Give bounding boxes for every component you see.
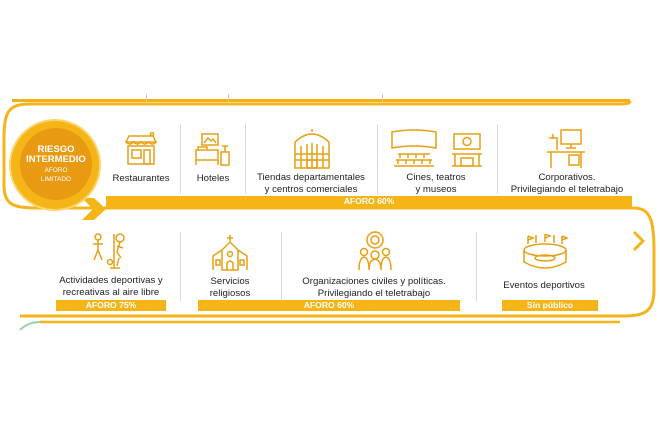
- category-label: Restaurantes: [112, 173, 170, 184]
- capacity-bar: Sin público: [502, 300, 598, 311]
- previous-section-divider: [146, 94, 147, 102]
- badge-title: INTERMEDIO: [26, 153, 86, 165]
- previous-section-divider: [382, 94, 383, 102]
- badge-title: RIESGO: [37, 143, 75, 155]
- category-label: religiosos: [209, 287, 251, 299]
- category-corporativos: Corporativos. Privilegiando el teletraba…: [511, 172, 624, 195]
- category-label: Eventos deportivos: [503, 280, 585, 291]
- category-label: Hoteles: [196, 173, 230, 184]
- category-eventos: Eventos deportivos: [503, 280, 585, 292]
- hotel-room-icon: [195, 133, 230, 166]
- category-label: Privilegiando el teletrabajo: [317, 287, 431, 299]
- category-organizaciones: Organizaciones civiles y políticas. Priv…: [302, 276, 445, 299]
- column-divider: [180, 124, 181, 194]
- column-divider: [377, 124, 378, 194]
- category-hoteles: Hoteles: [197, 173, 230, 185]
- restaurant-storefront-icon: [124, 132, 158, 165]
- cinema-theater-icon: [391, 129, 437, 167]
- track-arrow-icon: [632, 230, 646, 252]
- badge-subtitle: LIMITADO: [40, 176, 72, 183]
- category-label: recreativas al aire libre: [62, 286, 160, 298]
- category-label: Cines, teatros: [406, 172, 466, 183]
- capacity-bar: AFORO 60%: [106, 196, 632, 207]
- category-label: Corporativos.: [538, 172, 596, 183]
- category-cines: Cines, teatros y museos: [406, 172, 465, 195]
- church-icon: [212, 235, 248, 271]
- category-tiendas: Tiendas departamentales y centros comerc…: [257, 172, 365, 195]
- badge-subtitle: AFORO: [44, 166, 68, 174]
- category-label: Actividades deportivas y: [59, 275, 163, 286]
- category-label: Privilegiando el teletrabajo: [510, 183, 624, 195]
- category-deportivas: Actividades deportivas y recreativas al …: [59, 275, 162, 298]
- column-divider: [476, 232, 477, 302]
- museum-frame-icon: [452, 133, 482, 167]
- category-label: y museos: [415, 183, 457, 195]
- mall-building-icon: [294, 129, 330, 169]
- previous-section-track: [12, 99, 630, 102]
- office-desk-icon: [547, 129, 585, 168]
- category-label: Tiendas departamentales: [257, 172, 365, 183]
- outdoor-sports-icon: [93, 233, 125, 269]
- category-restaurantes: Restaurantes: [112, 173, 169, 185]
- chevron-right-icon: [82, 198, 106, 220]
- risk-badge: RIESGO INTERMEDIO AFORO LIMITADO: [20, 128, 92, 200]
- stadium-icon: [523, 234, 568, 269]
- previous-section-divider: [228, 94, 229, 102]
- capacity-bar: AFORO 75%: [56, 300, 166, 311]
- category-label: Servicios: [210, 276, 250, 287]
- column-divider: [180, 232, 181, 302]
- column-divider: [497, 124, 498, 194]
- category-religiosos: Servicios religiosos: [210, 276, 251, 299]
- column-divider: [281, 232, 282, 302]
- column-divider: [245, 124, 246, 194]
- people-group-icon: [358, 231, 392, 271]
- capacity-bar: AFORO 60%: [198, 300, 460, 311]
- category-label: Organizaciones civiles y políticas.: [302, 276, 446, 287]
- category-label: y centros comerciales: [264, 183, 358, 195]
